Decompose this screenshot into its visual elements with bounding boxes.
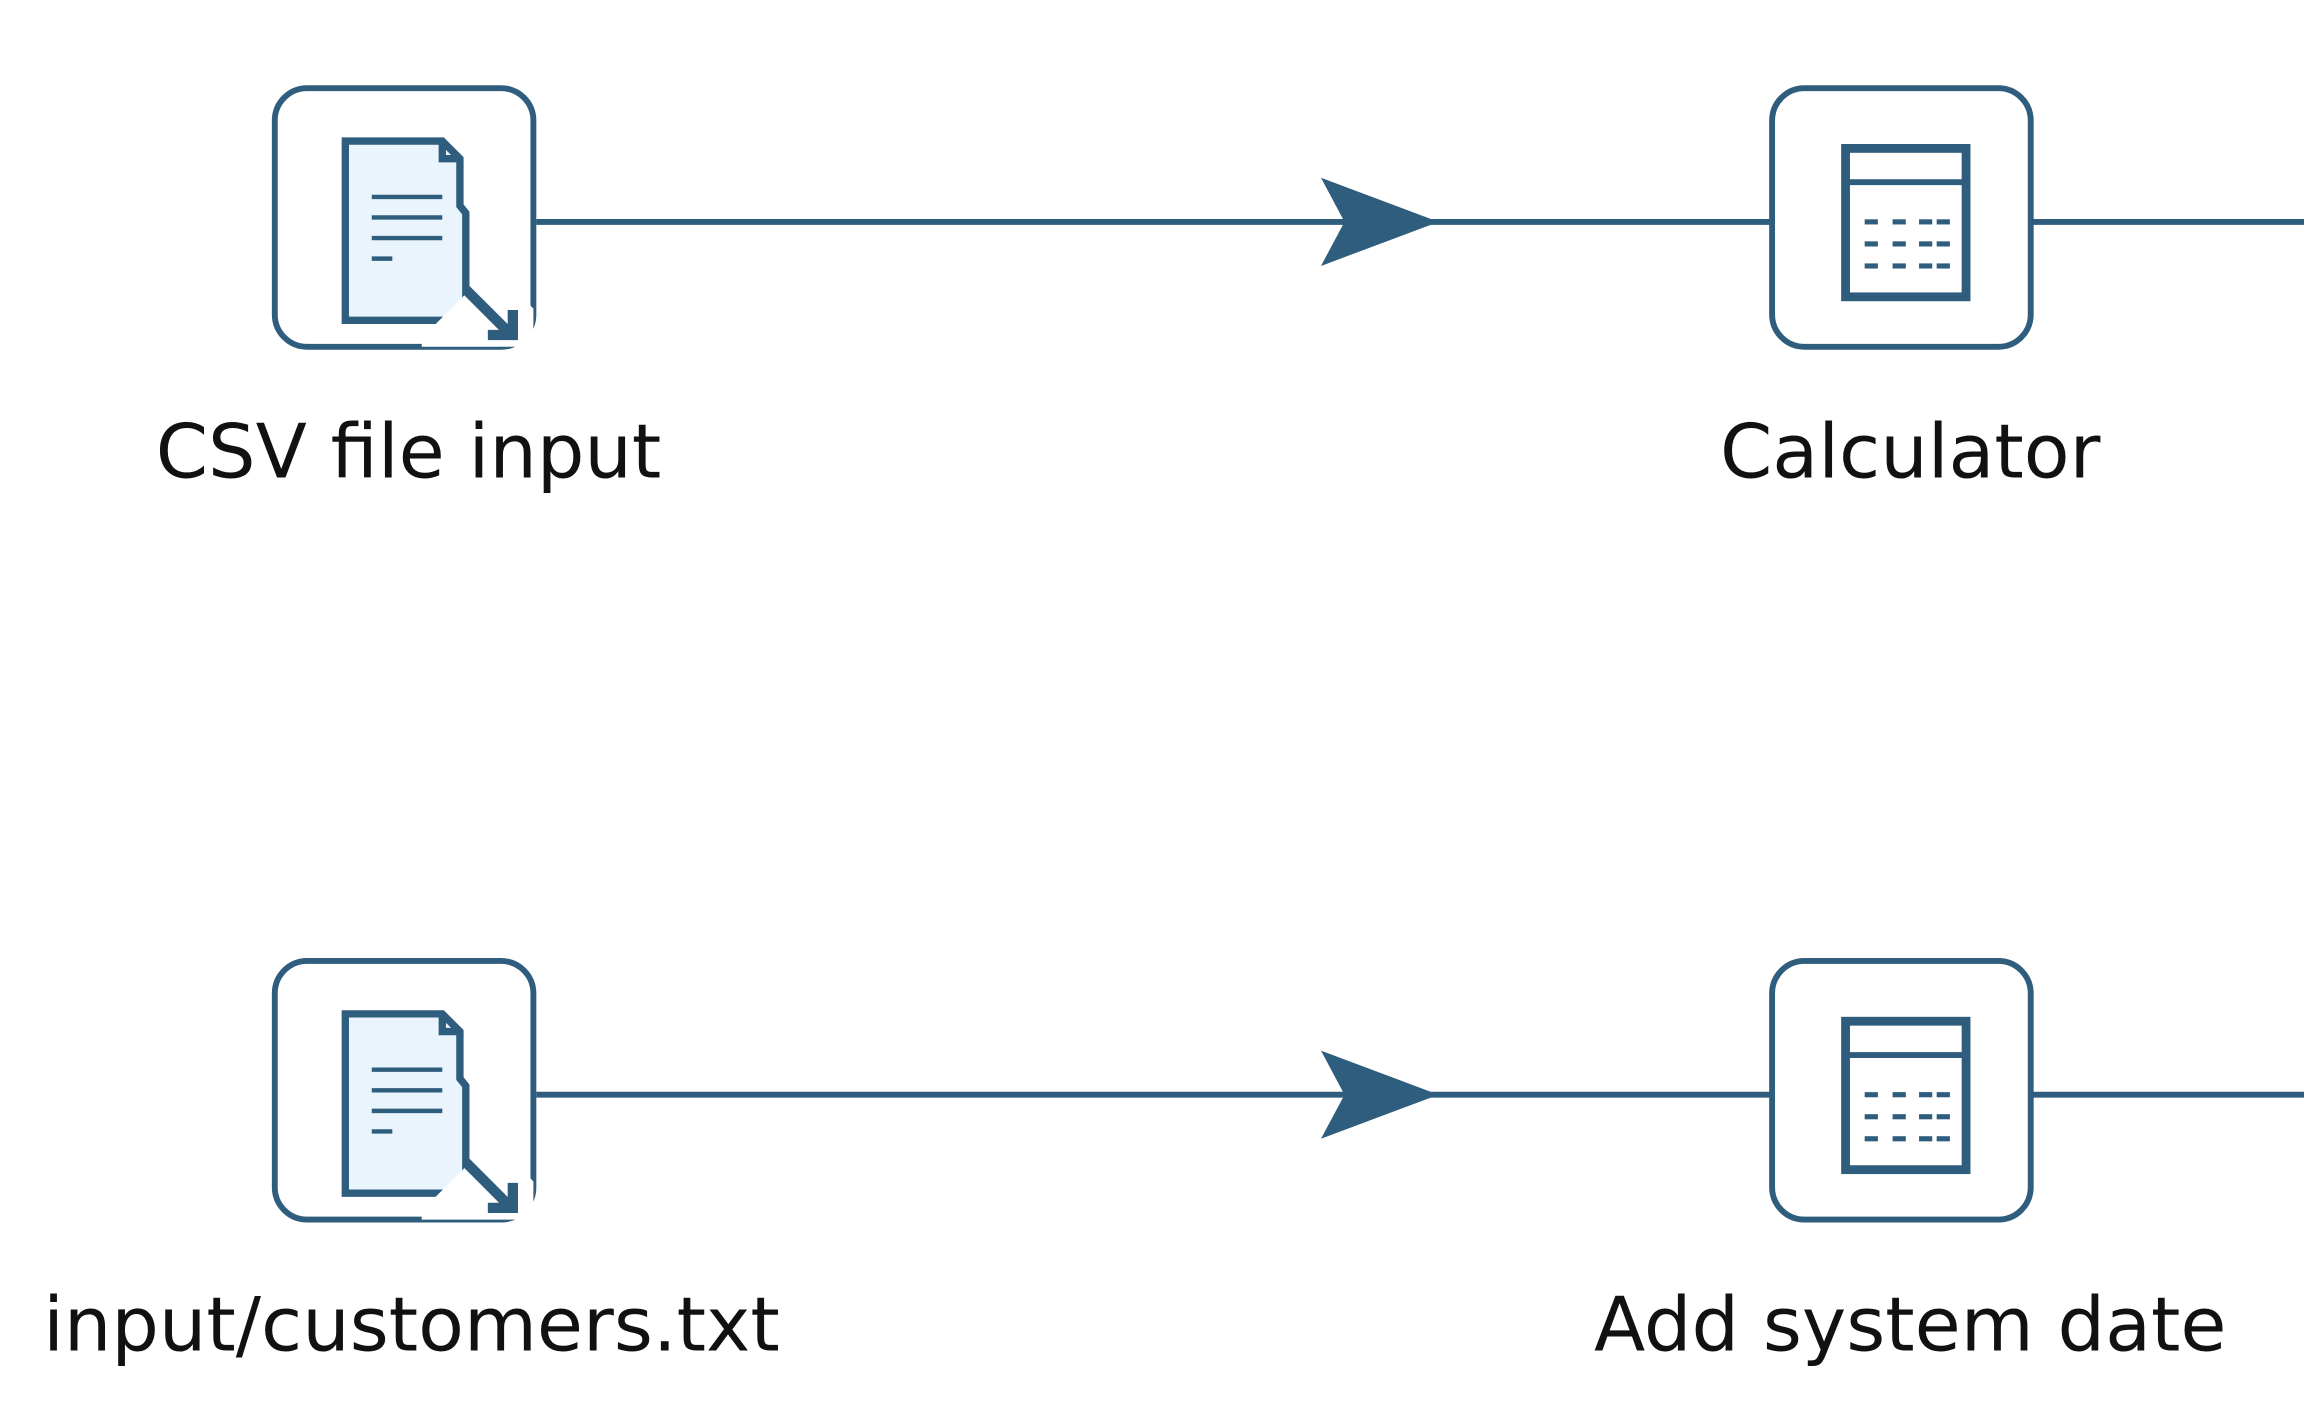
calculator-icon bbox=[1846, 148, 1966, 296]
step-calculator[interactable]: Calculator bbox=[1720, 85, 2101, 496]
step-box[interactable] bbox=[1769, 958, 2034, 1223]
hop-arrowhead-icon bbox=[1320, 1050, 1439, 1139]
calculator-icon bbox=[1846, 1021, 1966, 1169]
step-box[interactable] bbox=[271, 958, 534, 1220]
step-label: CSV file input bbox=[156, 408, 662, 496]
step-label: Calculator bbox=[1720, 408, 2101, 496]
step-customers-txt-input[interactable]: input/customers.txt bbox=[43, 958, 780, 1368]
step-add-system-date[interactable]: Add system date bbox=[1594, 958, 2226, 1368]
hop-arrowhead-icon bbox=[1320, 177, 1439, 266]
step-label: input/customers.txt bbox=[43, 1280, 780, 1368]
hop-csv-to-calculator[interactable] bbox=[536, 177, 1773, 266]
step-box[interactable] bbox=[1769, 85, 2034, 350]
step-csv-file-input[interactable]: CSV file input bbox=[156, 85, 662, 496]
hop-customers-to-add-date[interactable] bbox=[536, 1050, 1773, 1139]
step-box[interactable] bbox=[271, 85, 534, 347]
step-label: Add system date bbox=[1594, 1280, 2226, 1368]
